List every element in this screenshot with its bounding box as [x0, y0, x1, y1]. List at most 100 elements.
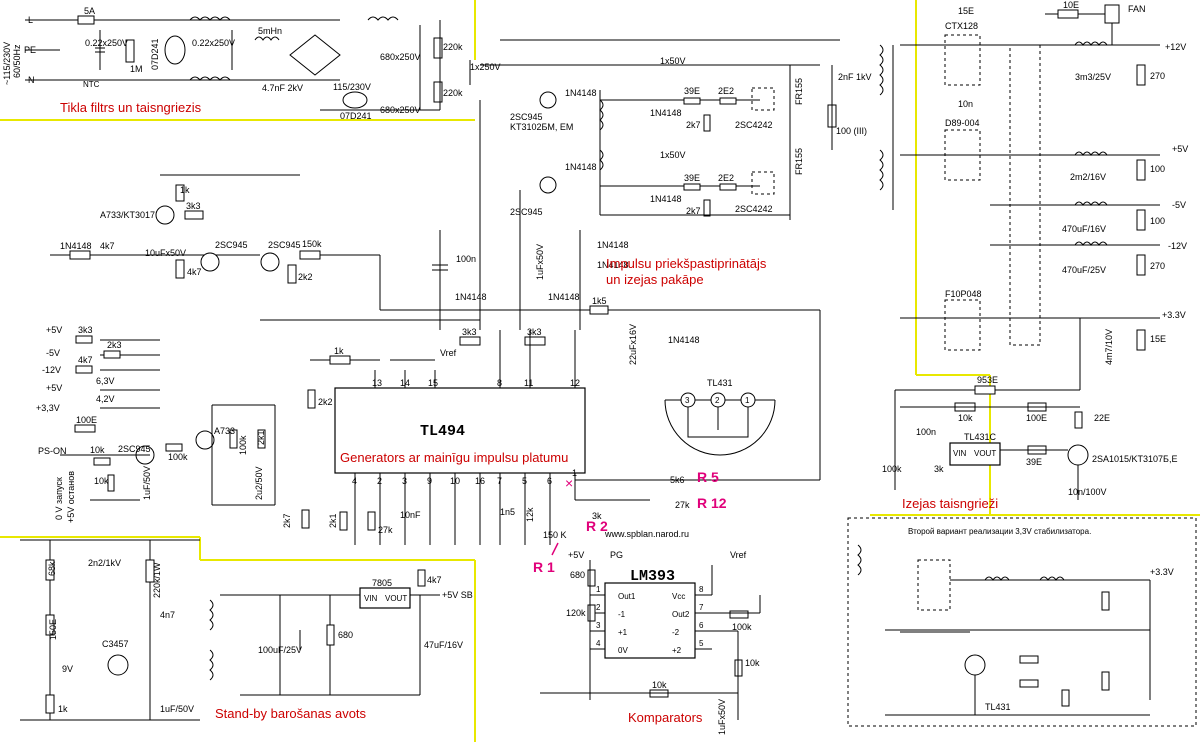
r270a-label: 270 [1150, 71, 1165, 81]
r2k7a-label: 2k7 [686, 120, 701, 130]
r27ka-label: 27k [378, 525, 393, 535]
control-stage [50, 174, 820, 531]
r1m-label: 1M [130, 64, 143, 74]
r1k-top-label: 1k [180, 185, 190, 195]
r10ka-label: 10k [90, 445, 105, 455]
r15ea-label: 15E [958, 6, 974, 16]
tl431-bottom-title: TL431 [985, 702, 1011, 712]
note-stop: +5V останов [66, 471, 76, 523]
diode-ctx128-label: CTX128 [945, 21, 978, 31]
z6v3-label: 6,3V [96, 376, 115, 386]
marker-r12: R 12 [697, 495, 727, 511]
lm393-pin-name-p2: +2 [672, 646, 682, 655]
mains-n-label: N [28, 75, 35, 85]
d1n4148g-label: 1N4148 [60, 241, 92, 251]
reg-3v3 [894, 318, 1089, 500]
lm393-pin-name-n1: -1 [618, 610, 626, 619]
c2nf-label: 2nF 1kV [838, 72, 872, 82]
out-p33-label: +3.3V [1162, 310, 1186, 320]
q945d-label: 2SC945 [268, 240, 301, 250]
choke-label: 5mHn [258, 26, 282, 36]
vref-a-label: Vref [440, 348, 457, 358]
r150kb-label: 150 K [543, 530, 567, 540]
r100ea-label: 100E [76, 415, 97, 425]
note-start: 0 V запуск [54, 477, 64, 520]
vreg-pin-vin: VIN [364, 594, 378, 603]
r4k7b-label: 4k7 [187, 267, 202, 277]
c1-label: 0.22x250V [85, 38, 128, 48]
qa733-label: A733/KT3017 [100, 210, 155, 220]
vreg-pin-vout: VOUT [385, 594, 407, 603]
qc3457-label: C3457 [102, 639, 129, 649]
c100nb-label: 100n [916, 427, 936, 437]
lm393-pin-5: 5 [699, 639, 704, 648]
drv1-note: KT3102БМ, ЕМ [510, 122, 573, 132]
q945e-label: 2SC945 [118, 444, 151, 454]
tl494-pin-9: 9 [427, 476, 432, 486]
c22u-label: 22uFx16V [628, 324, 638, 365]
r1k5-label: 1k5 [592, 296, 607, 306]
r10ke-label: 10k [958, 413, 973, 423]
section-predriver-title2: un izejas pakāpe [606, 272, 704, 287]
section-mains-title: Tikla filtrs un taisngriezis [60, 100, 202, 115]
marker-r2: R 2 [586, 518, 608, 534]
r39b-label: 39E [684, 173, 700, 183]
r27kb-label: 27k [675, 500, 690, 510]
in-p5b-label: +5V [46, 383, 62, 393]
r10e-label: 10E [1063, 0, 1079, 10]
out-p5sb-label: +5V SB [442, 590, 473, 600]
mains-l-label: L [28, 15, 33, 25]
r100-label: 100 (III) [836, 126, 867, 136]
predriver-stage [439, 39, 840, 330]
c1u50d-label: 1uFx50V [717, 699, 727, 735]
lm393-pin-name-out1: Out1 [618, 592, 636, 601]
c100u-label: 100uF/25V [258, 645, 302, 655]
r953-label: 953E [977, 375, 998, 385]
r4k7a-label: 4k7 [100, 241, 115, 251]
out-p5-label: +5V [1172, 144, 1188, 154]
q4242b-label: 2SC4242 [735, 204, 773, 214]
mains-freq-label: 60/50Hz [12, 44, 22, 78]
r10kb-label: 10k [94, 476, 109, 486]
varistor2-label: 07D241 [340, 111, 372, 121]
c470a-label: 470uF/16V [1062, 224, 1106, 234]
d1n4148h-label: 1N4148 [455, 292, 487, 302]
lm393-pin-2: 2 [596, 603, 601, 612]
lm393-pin-name-n2: -2 [672, 628, 680, 637]
r2k2a-label: 2k2 [298, 272, 313, 282]
c2-label: 0.22x250V [192, 38, 235, 48]
r3k3b-label: 3k3 [527, 327, 542, 337]
tl431c-pin-vout: VOUT [974, 449, 996, 458]
tl494-pin-6: 6 [547, 476, 552, 486]
in-p5a-label: +5V [46, 325, 62, 335]
r15eb-label: 15E [1150, 334, 1166, 344]
tl431-symbol [664, 392, 776, 456]
r270b-label: 270 [1150, 261, 1165, 271]
r3kb-label: 3k [934, 464, 944, 474]
r10kd-label: 10k [652, 680, 667, 690]
tl494-pin-2: 2 [377, 476, 382, 486]
in-p5c-label: +5V [568, 550, 584, 560]
c1u50a-label: 1uFx50V [535, 244, 545, 280]
tl494-pin-14: 14 [400, 378, 410, 388]
r39a-label: 39E [684, 86, 700, 96]
r10kc-label: 10k [745, 658, 760, 668]
r2e2a-label: 2E2 [718, 86, 734, 96]
mains-pe-label: PE [24, 45, 36, 55]
marker-r5: R 5 [697, 469, 719, 485]
r100b-label: 100 [1150, 216, 1165, 226]
standby-supply [20, 539, 440, 721]
tl494-pin-15: 15 [428, 378, 438, 388]
lm393-pin-name-p1: +1 [618, 628, 628, 637]
c10n100-label: 10n/100V [1068, 487, 1107, 497]
r2k2b-label: 2k2 [318, 397, 333, 407]
fr155b-label: FR155 [794, 148, 804, 175]
d1n4148a-label: 1N4148 [565, 88, 597, 98]
r150k-label: 150k [302, 239, 322, 249]
r1kb-label: 1k [334, 346, 344, 356]
out-m12-label: -12V [1168, 241, 1187, 251]
break-mark: × [565, 475, 573, 491]
in-pg-label: PG [610, 550, 623, 560]
c2n2-label: 2n2/1kV [88, 558, 121, 568]
